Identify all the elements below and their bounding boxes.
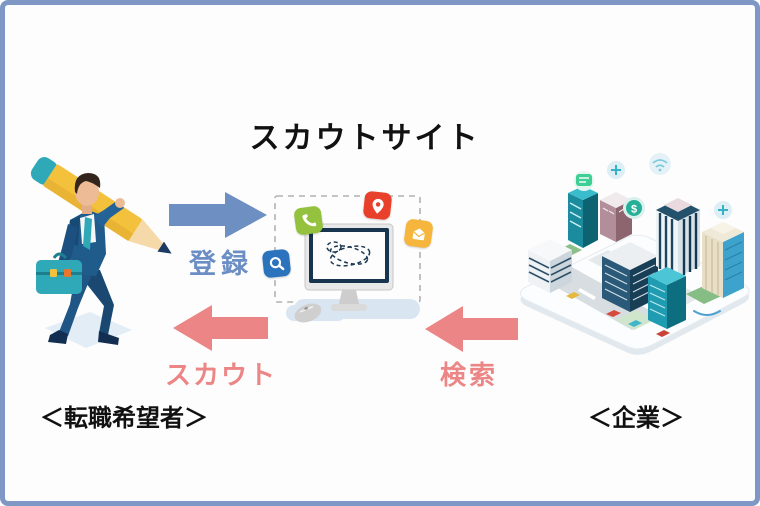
plus-icon [714,201,732,219]
register-label: 登録 [189,249,253,279]
scout-arrow [173,305,268,351]
briefcase [36,260,82,294]
screen-sketch [326,241,371,267]
company-label: ＜企業＞ [588,405,684,432]
person-leg [82,268,114,335]
mail-icon [403,218,434,249]
job-seeker-illustration [30,157,172,348]
plus-icon [607,161,625,179]
person-hair [74,173,101,194]
person-hand [115,198,125,208]
search-arrow [425,306,518,352]
person-face [75,178,99,206]
building [702,222,744,298]
mouse [294,303,322,323]
briefcase-seam [36,272,82,275]
person-shoe [48,330,68,344]
dollar-icon: $ [623,197,645,219]
building [528,239,572,293]
search-icon [261,248,292,279]
monitor-base [331,304,367,311]
monitor-screen [313,232,385,279]
person-arm [94,200,124,228]
person-leg [59,270,92,336]
wifi-icon [649,153,671,175]
briefcase-handle [52,252,68,260]
cars [566,292,670,337]
search-label: 検索 [440,360,499,390]
person-shoe [98,331,119,345]
phone-icon [293,205,324,236]
person-neck [82,202,92,214]
scout-label: スカウト [165,360,278,390]
scout-site-illustration [274,195,421,323]
building [656,198,700,277]
briefcase-clasp [64,269,71,277]
job-seeker-label: ＜転職希望者＞ [40,405,208,432]
page-title: スカウトサイト [249,122,481,155]
building [568,186,598,248]
monitor-stand [339,290,359,304]
svg-text:$: $ [631,204,637,216]
person-tie [83,217,92,250]
company-city-illustration: $ [520,153,750,355]
building [648,267,686,329]
briefcase-clasp [50,269,57,277]
chat-icon [574,171,594,191]
green-area [616,310,654,330]
location-pin-icon [362,190,393,221]
tablet-home-arc [693,310,721,316]
register-arrow [169,192,267,238]
